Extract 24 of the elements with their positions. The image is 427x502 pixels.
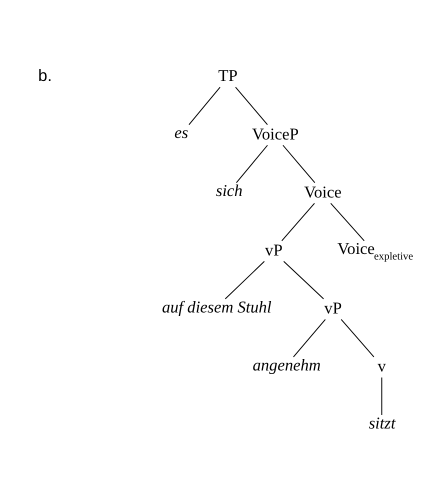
connector [235, 86, 268, 126]
connector [188, 86, 221, 126]
node-text: vP [324, 298, 342, 318]
node-text: VoiceP [252, 124, 299, 144]
node-text: vP [265, 240, 283, 260]
connector [283, 260, 324, 300]
connector [340, 318, 374, 358]
connector [281, 202, 315, 242]
node-text: v [378, 356, 386, 376]
node-text: angenehm [252, 355, 321, 374]
node-text: auf diesem Stuhl [162, 297, 272, 316]
connector [224, 260, 265, 300]
node-text: sitzt [368, 413, 396, 432]
connector [381, 377, 382, 416]
connector [236, 144, 268, 184]
node-text: es [174, 123, 188, 142]
connector [330, 202, 365, 242]
connector [282, 144, 316, 184]
label: b. [38, 66, 52, 86]
node-text: sich [216, 181, 243, 200]
node-text: Voice$_{expletive}$ [337, 239, 414, 263]
node-text: TP [218, 66, 238, 86]
connector [292, 318, 326, 358]
node-text: Voice [304, 182, 342, 202]
